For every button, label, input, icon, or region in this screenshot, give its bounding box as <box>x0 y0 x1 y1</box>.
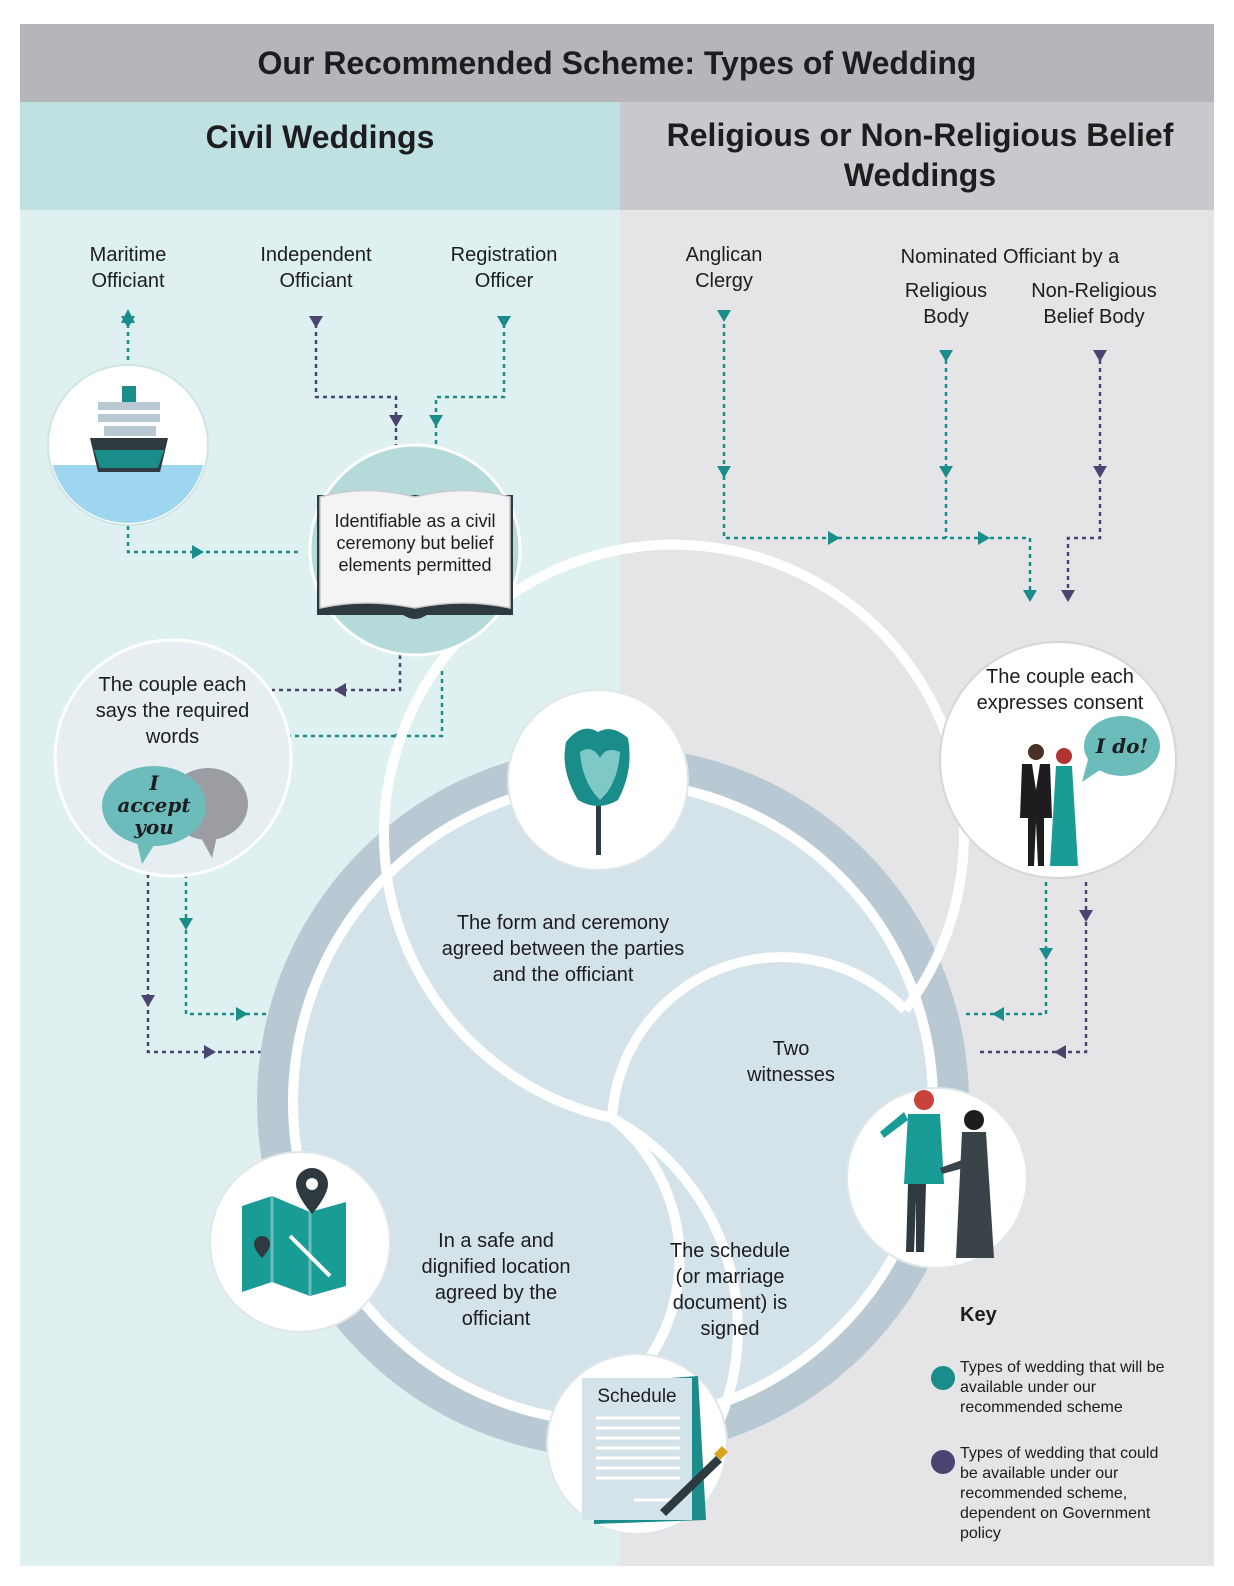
i-accept-you-text: I accept you <box>117 771 191 839</box>
registration-officer-label: Registration Officer <box>450 244 558 292</box>
witnesses-icon <box>846 1087 1028 1269</box>
i-do-text: I do! <box>1095 734 1149 758</box>
couple-expresses-consent: The couple each expresses consent <box>976 666 1144 714</box>
consent-circle <box>939 641 1177 879</box>
couple-words-circle <box>53 638 293 878</box>
maritime-officiant-label: Maritime Officiant <box>89 244 167 292</box>
key-dot-teal <box>931 1366 955 1390</box>
arrow-registration-book <box>429 415 443 427</box>
arrow-religious-top <box>939 350 953 362</box>
arrow-nonrel-mid <box>1093 466 1107 478</box>
arrow-couple-down-teal <box>179 918 193 930</box>
religious-heading: Religious or Non-Religious Belief Weddin… <box>666 117 1174 193</box>
arrow-couple-down-purple <box>141 995 155 1007</box>
connector-book-couple-teal <box>290 655 444 738</box>
i-do-speech-bubble <box>1084 716 1160 776</box>
two-witnesses-text: Two witnesses <box>747 1038 835 1086</box>
connector-maritime-book <box>126 518 300 554</box>
arrow-consent-teal-in <box>1023 590 1037 602</box>
arrow-registration-top <box>497 316 511 328</box>
anglican-clergy-label: Anglican Clergy <box>685 244 763 292</box>
arrow-couple-right-purple <box>204 1045 216 1059</box>
page-title: Our Recommended Scheme: Types of Wedding <box>257 44 977 81</box>
arrow-independent-book <box>389 415 403 427</box>
arrow-consent-purple-in <box>1061 590 1075 602</box>
arrow-anglican-mid <box>717 466 731 478</box>
connector-couple-ring-purple <box>146 866 262 1054</box>
arrow-consent-left-purple <box>1054 1045 1066 1059</box>
book-text: Identifiable as a civil ceremony but bel… <box>334 511 496 575</box>
schedule-signed-text: The schedule (or marriage document) is s… <box>669 1240 791 1340</box>
schedule-document-icon <box>546 1353 728 1535</box>
arrow-anglican-top <box>717 310 731 322</box>
arrow-consent-down-purple <box>1079 910 1093 922</box>
map-pin-icon <box>209 1151 391 1333</box>
book-icon <box>308 443 522 657</box>
key-item-dependent: Types of wedding that could be available… <box>960 1445 1159 1542</box>
arrow-maritime-top <box>121 316 135 328</box>
groom-figure <box>1020 744 1052 866</box>
arrow-anglican-right-1 <box>828 531 840 545</box>
arrow-consent-down-teal <box>1039 948 1053 960</box>
ring-divider-witnesses <box>607 952 909 1119</box>
ring-divider-schedule <box>609 1113 743 1422</box>
arrow-independent-top <box>309 316 323 328</box>
location-text: In a safe and dignified location agreed … <box>421 1230 571 1330</box>
civil-heading: Civil Weddings <box>205 119 435 155</box>
arrow-book-couple-purple <box>334 683 346 697</box>
religious-header-bg <box>620 102 1214 210</box>
independent-officiant-label: Independent Officiant <box>260 244 372 292</box>
arrow-consent-left-teal <box>992 1007 1004 1021</box>
connector-non-religious-body <box>1066 352 1102 596</box>
connector-consent-ring-purple <box>978 882 1088 1054</box>
arrow-couple-right-teal <box>236 1007 248 1021</box>
connector-book-couple-purple <box>272 655 402 692</box>
title-bar <box>20 24 1214 102</box>
religious-body-label: Religious Body <box>904 280 988 328</box>
arrow-maritime-book <box>192 545 204 559</box>
form-and-ceremony-text: The form and ceremony agreed between the… <box>441 912 685 986</box>
ship-icon <box>47 364 209 526</box>
arrow-religious-mid <box>939 466 953 478</box>
non-religious-body-label: Non-Religious Belief Body <box>1031 280 1157 328</box>
connector-registration <box>434 316 506 445</box>
bride-figure <box>1050 748 1078 866</box>
key-item-available: Types of wedding that will be available … <box>960 1359 1165 1416</box>
key-dot-purple <box>931 1450 955 1474</box>
arrow-anglican-right-2 <box>978 531 990 545</box>
civil-header-bg <box>20 102 620 210</box>
teal-speech-bubble <box>102 766 206 846</box>
arrow-nonrel-top <box>1093 350 1107 362</box>
couple-required-words: The couple each says the required words <box>95 674 250 748</box>
key-title: Key <box>960 1304 997 1326</box>
schedule-doc-label: Schedule <box>597 1386 677 1407</box>
rose-icon <box>507 689 689 871</box>
nominated-officiant-label: Nominated Officiant by a <box>900 246 1120 268</box>
